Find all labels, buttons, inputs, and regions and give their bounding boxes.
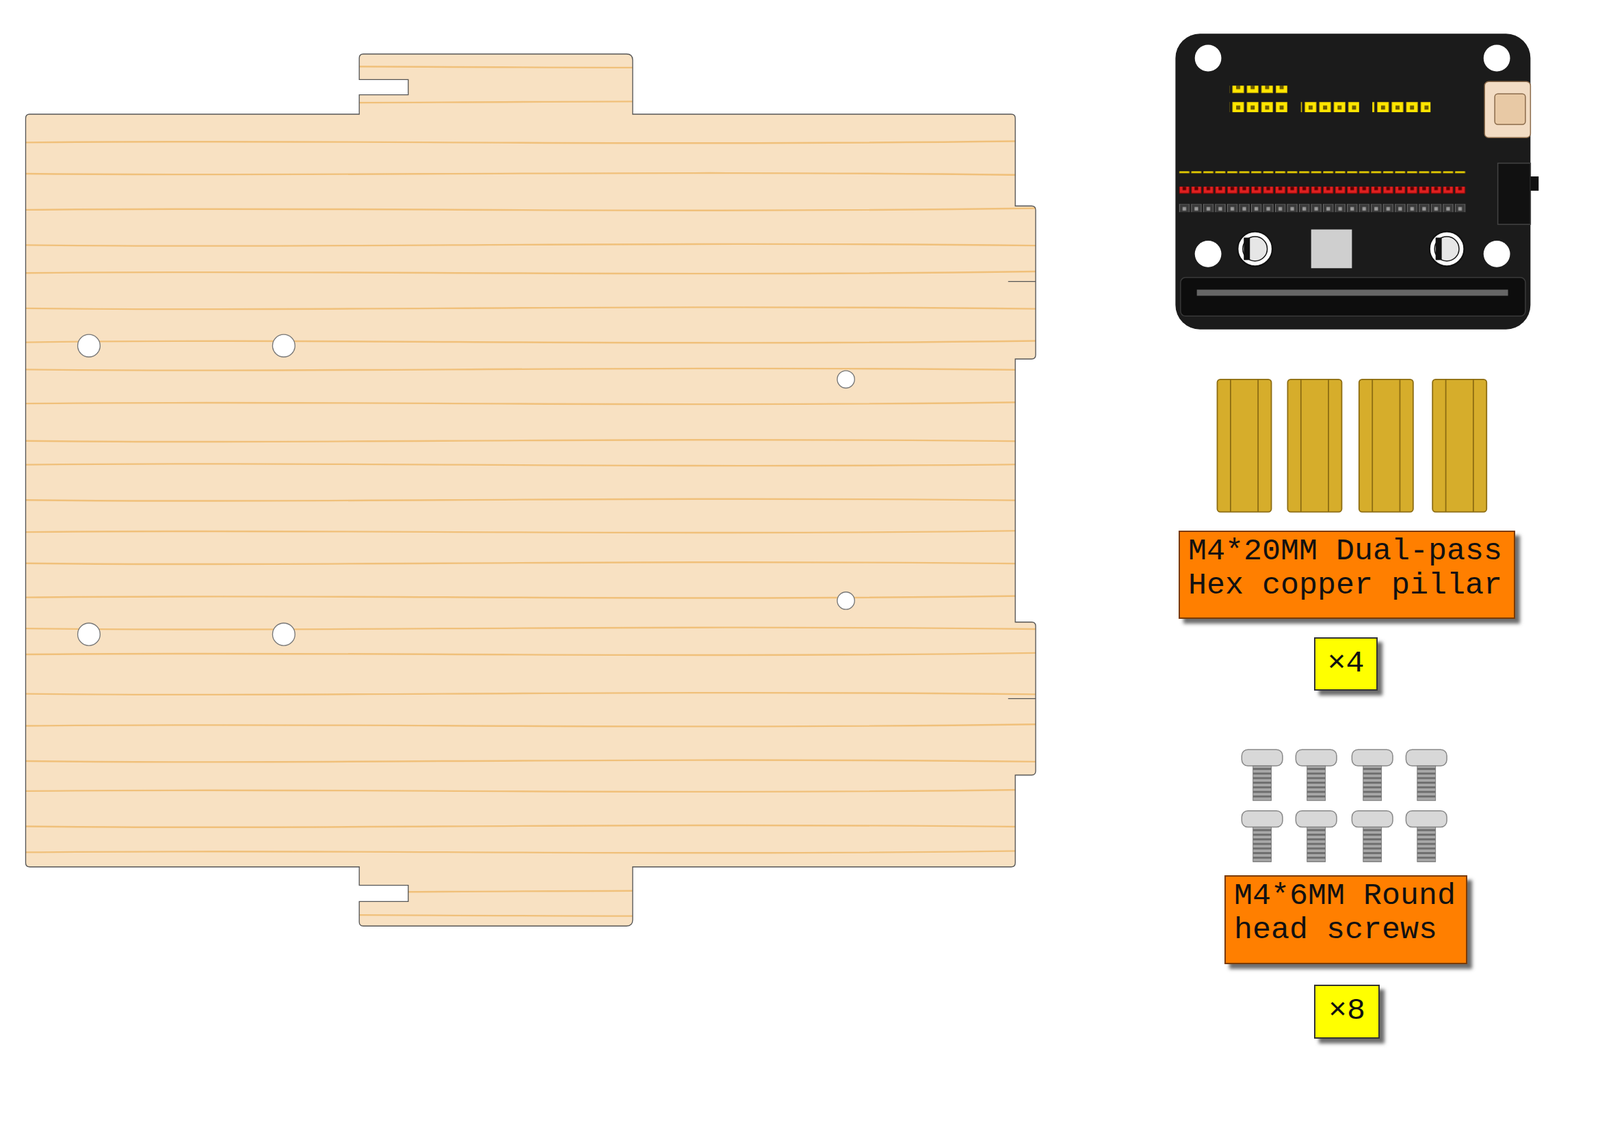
quantity-text: ×4 <box>1327 647 1365 682</box>
copper-pillars <box>1216 379 1487 513</box>
part-name: M4*20MM Dual-pass Hex copper pillar <box>1188 534 1506 605</box>
part-label: M4*6MM Round head screws <box>1224 875 1468 965</box>
quantity-box: ×4 <box>1314 637 1378 691</box>
wooden-board <box>0 41 1051 939</box>
expansion-board <box>1175 33 1539 330</box>
round-head-screws <box>1241 749 1447 862</box>
part-name: M4*6MM Round head screws <box>1234 879 1458 949</box>
quantity-box: ×8 <box>1314 985 1380 1040</box>
quantity-text: ×8 <box>1328 994 1366 1029</box>
part-label: M4*20MM Dual-pass Hex copper pillar <box>1178 530 1516 620</box>
